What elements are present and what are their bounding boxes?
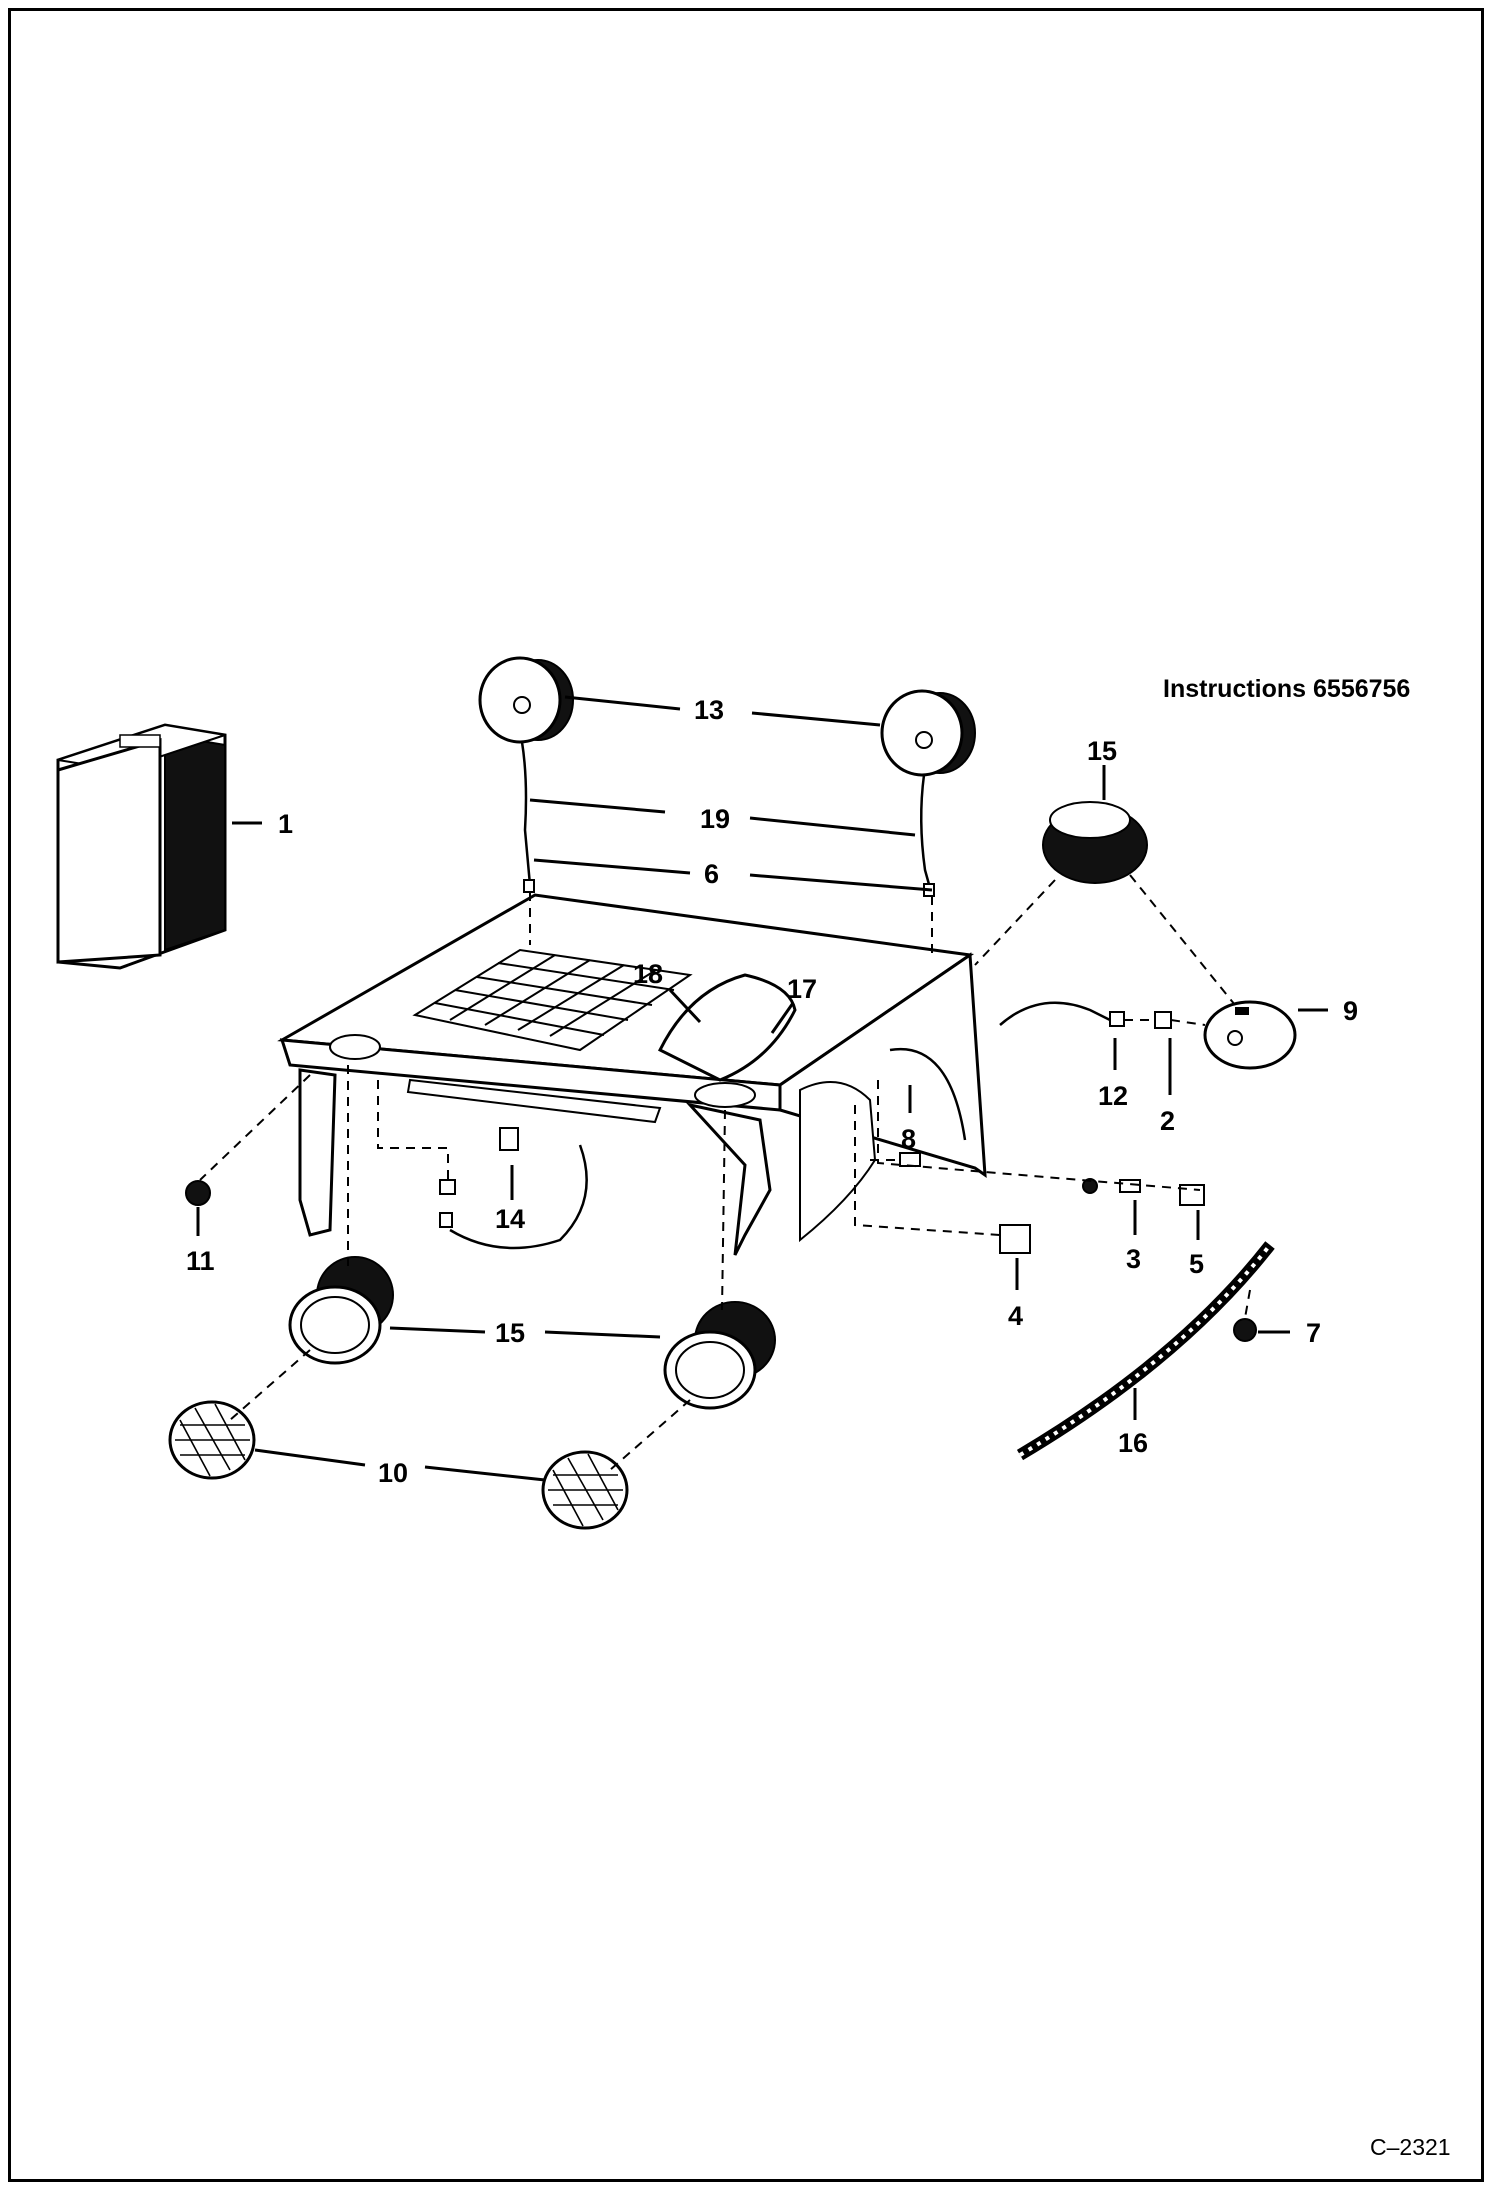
drawing-code: C–2321 <box>1370 2134 1451 2160</box>
callout-15-top: 15 <box>1087 736 1117 766</box>
callout-18: 18 <box>633 959 663 989</box>
part-light-right <box>880 689 976 897</box>
callout-7: 7 <box>1306 1318 1321 1348</box>
callout-10: 10 <box>378 1458 408 1488</box>
callout-11: 11 <box>186 1246 215 1276</box>
callout-9: 9 <box>1343 996 1358 1026</box>
callout-3: 3 <box>1126 1244 1141 1274</box>
part-bezel-lower-right <box>663 1301 776 1410</box>
part-bezel-top <box>1042 801 1148 884</box>
callout-1: 1 <box>278 809 293 839</box>
callout-14: 14 <box>495 1204 525 1234</box>
callout-4: 4 <box>1008 1301 1023 1331</box>
callout-12: 12 <box>1098 1081 1128 1111</box>
page-border <box>8 8 1484 2182</box>
part-panel <box>277 893 987 1256</box>
callouts: 1 2 3 4 5 6 7 8 9 10 11 12 13 14 15 15 1… <box>186 695 1358 1488</box>
callout-19: 19 <box>700 804 730 834</box>
assembly-lines <box>199 874 1251 1471</box>
part-lens-left <box>168 1400 256 1480</box>
callout-16: 16 <box>1118 1428 1148 1458</box>
callout-8: 8 <box>901 1124 916 1154</box>
callout-6: 6 <box>704 859 719 889</box>
part-plate <box>1203 1000 1297 1070</box>
callout-5: 5 <box>1189 1249 1204 1279</box>
callout-2: 2 <box>1160 1106 1175 1136</box>
part-connector-wire <box>999 1001 1172 1029</box>
part-light-left <box>478 656 574 893</box>
part-box <box>56 723 227 970</box>
part-strip <box>1016 1241 1275 1461</box>
leader-lines <box>196 695 1328 1482</box>
callout-17: 17 <box>787 974 817 1004</box>
part-lens-right <box>541 1450 629 1530</box>
part-bezel-lower-left <box>288 1256 394 1365</box>
callout-13: 13 <box>694 695 724 725</box>
instructions-note: Instructions 6556756 <box>1163 675 1410 703</box>
part-hardware <box>185 1127 1257 1342</box>
callout-15-lower: 15 <box>495 1318 525 1348</box>
